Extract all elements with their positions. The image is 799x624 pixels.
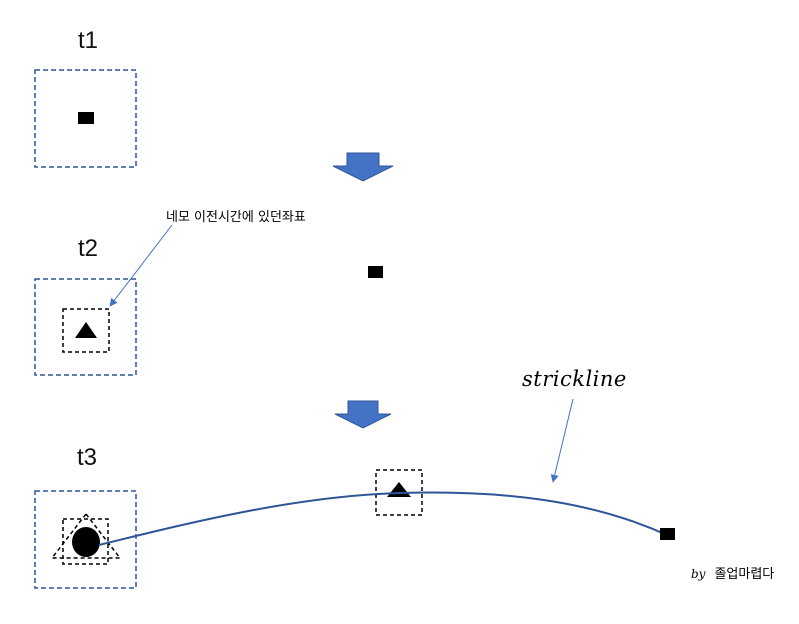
previous-position-box xyxy=(62,308,110,353)
circle-marker-icon xyxy=(72,527,100,557)
curve-pointer-line xyxy=(550,398,574,483)
annotation-previous-box: 네모 이전시간에 있던좌표 xyxy=(166,210,306,225)
down-arrow-icon xyxy=(334,400,392,429)
triangle-marker-icon xyxy=(387,482,411,497)
down-arrow-icon xyxy=(332,152,394,182)
triangle-marker-icon xyxy=(75,322,97,338)
credit: by 졸업마렵다 xyxy=(691,565,774,582)
square-marker-icon xyxy=(660,528,675,540)
frame-t1 xyxy=(34,69,137,168)
square-marker-icon xyxy=(78,112,94,124)
credit-name: 졸업마렵다 xyxy=(714,567,774,582)
stage-t2: t2 xyxy=(34,235,383,376)
frame-t2 xyxy=(34,278,137,376)
credit-by: by xyxy=(691,567,706,581)
previous-position-box xyxy=(375,469,423,516)
stage-label-t1: t1 xyxy=(78,27,98,54)
square-marker-icon xyxy=(368,266,383,278)
stage-t1: t1 xyxy=(34,27,137,168)
stage-label-t3: t3 xyxy=(77,444,97,471)
curve-label: strickline xyxy=(522,367,627,391)
annotation-pointer-line xyxy=(109,224,173,307)
stage-t3: t3 xyxy=(34,444,675,589)
previous-position-box xyxy=(62,518,109,565)
trajectory-curve xyxy=(98,491,668,546)
frame-t3 xyxy=(34,490,137,589)
stage-label-t2: t2 xyxy=(78,235,98,262)
